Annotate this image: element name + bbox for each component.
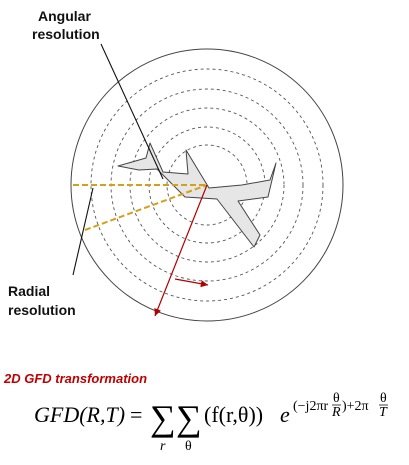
section-heading: 2D GFD transformation [4, 371, 148, 386]
gfd-formula: GFD(R,T) = ∑ r ∑ θ (f(r,θ)) e (−j2πr θ R… [34, 391, 388, 454]
formula-lhs: GFD(R,T) [34, 402, 125, 427]
sigma-1: ∑ [150, 398, 176, 438]
angular-label-line1: Angular [38, 8, 91, 24]
sigma-2: ∑ [176, 398, 202, 438]
exponent-part-b: )+2π [342, 399, 369, 414]
frac2-num: θ [380, 391, 387, 406]
exponent-part-a: (−j2πr [293, 399, 329, 414]
ring-1 [90, 68, 324, 302]
sigma-1-index: r [160, 439, 166, 454]
gfd-diagram: Angular resolution Radial resolution [8, 8, 344, 322]
radial-label-line1: Radial [8, 283, 50, 299]
formula-equals: = [130, 402, 142, 427]
angular-label-line2: resolution [32, 26, 100, 42]
radial-label-line2: resolution [8, 302, 76, 318]
shape-silhouette [117, 142, 277, 248]
direction-arrow [174, 278, 209, 288]
formula-exp-base: e [280, 402, 290, 427]
outer-circle [70, 48, 344, 322]
radius-line [154, 184, 208, 317]
frac1-den: R [331, 405, 341, 420]
angular-pointer [100, 43, 164, 180]
radial-line-diagonal [84, 184, 208, 231]
frac2-den: T [379, 405, 388, 420]
frac1-num: θ [333, 391, 340, 406]
radial-pointer [72, 187, 94, 276]
sigma-2-index: θ [185, 439, 192, 454]
formula-body: (f(r,θ)) [204, 402, 263, 427]
